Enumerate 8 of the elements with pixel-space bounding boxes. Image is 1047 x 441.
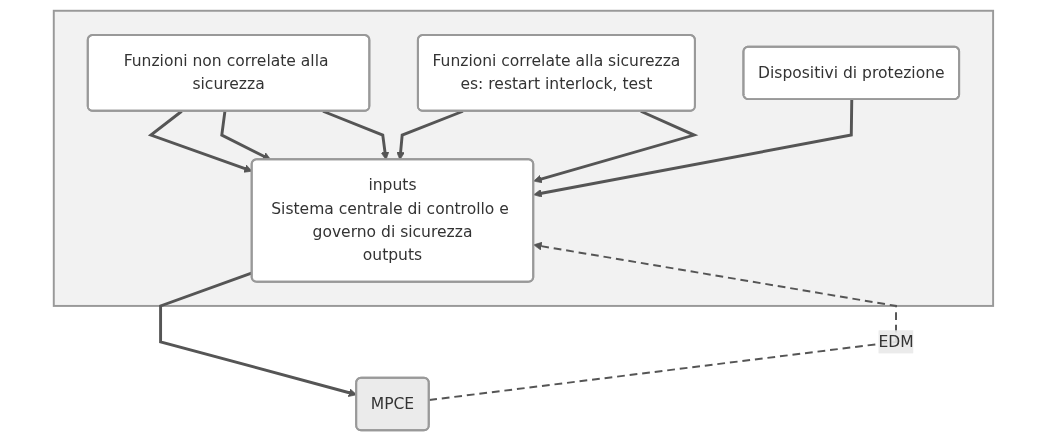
arrow	[396, 109, 464, 161]
arrow	[220, 111, 272, 161]
arrow	[533, 99, 854, 198]
cluster	[52, 9, 995, 307]
arrow	[533, 109, 699, 184]
arrow	[322, 109, 390, 161]
arrow	[428, 241, 898, 401]
edge-label: EDM	[878, 332, 914, 351]
